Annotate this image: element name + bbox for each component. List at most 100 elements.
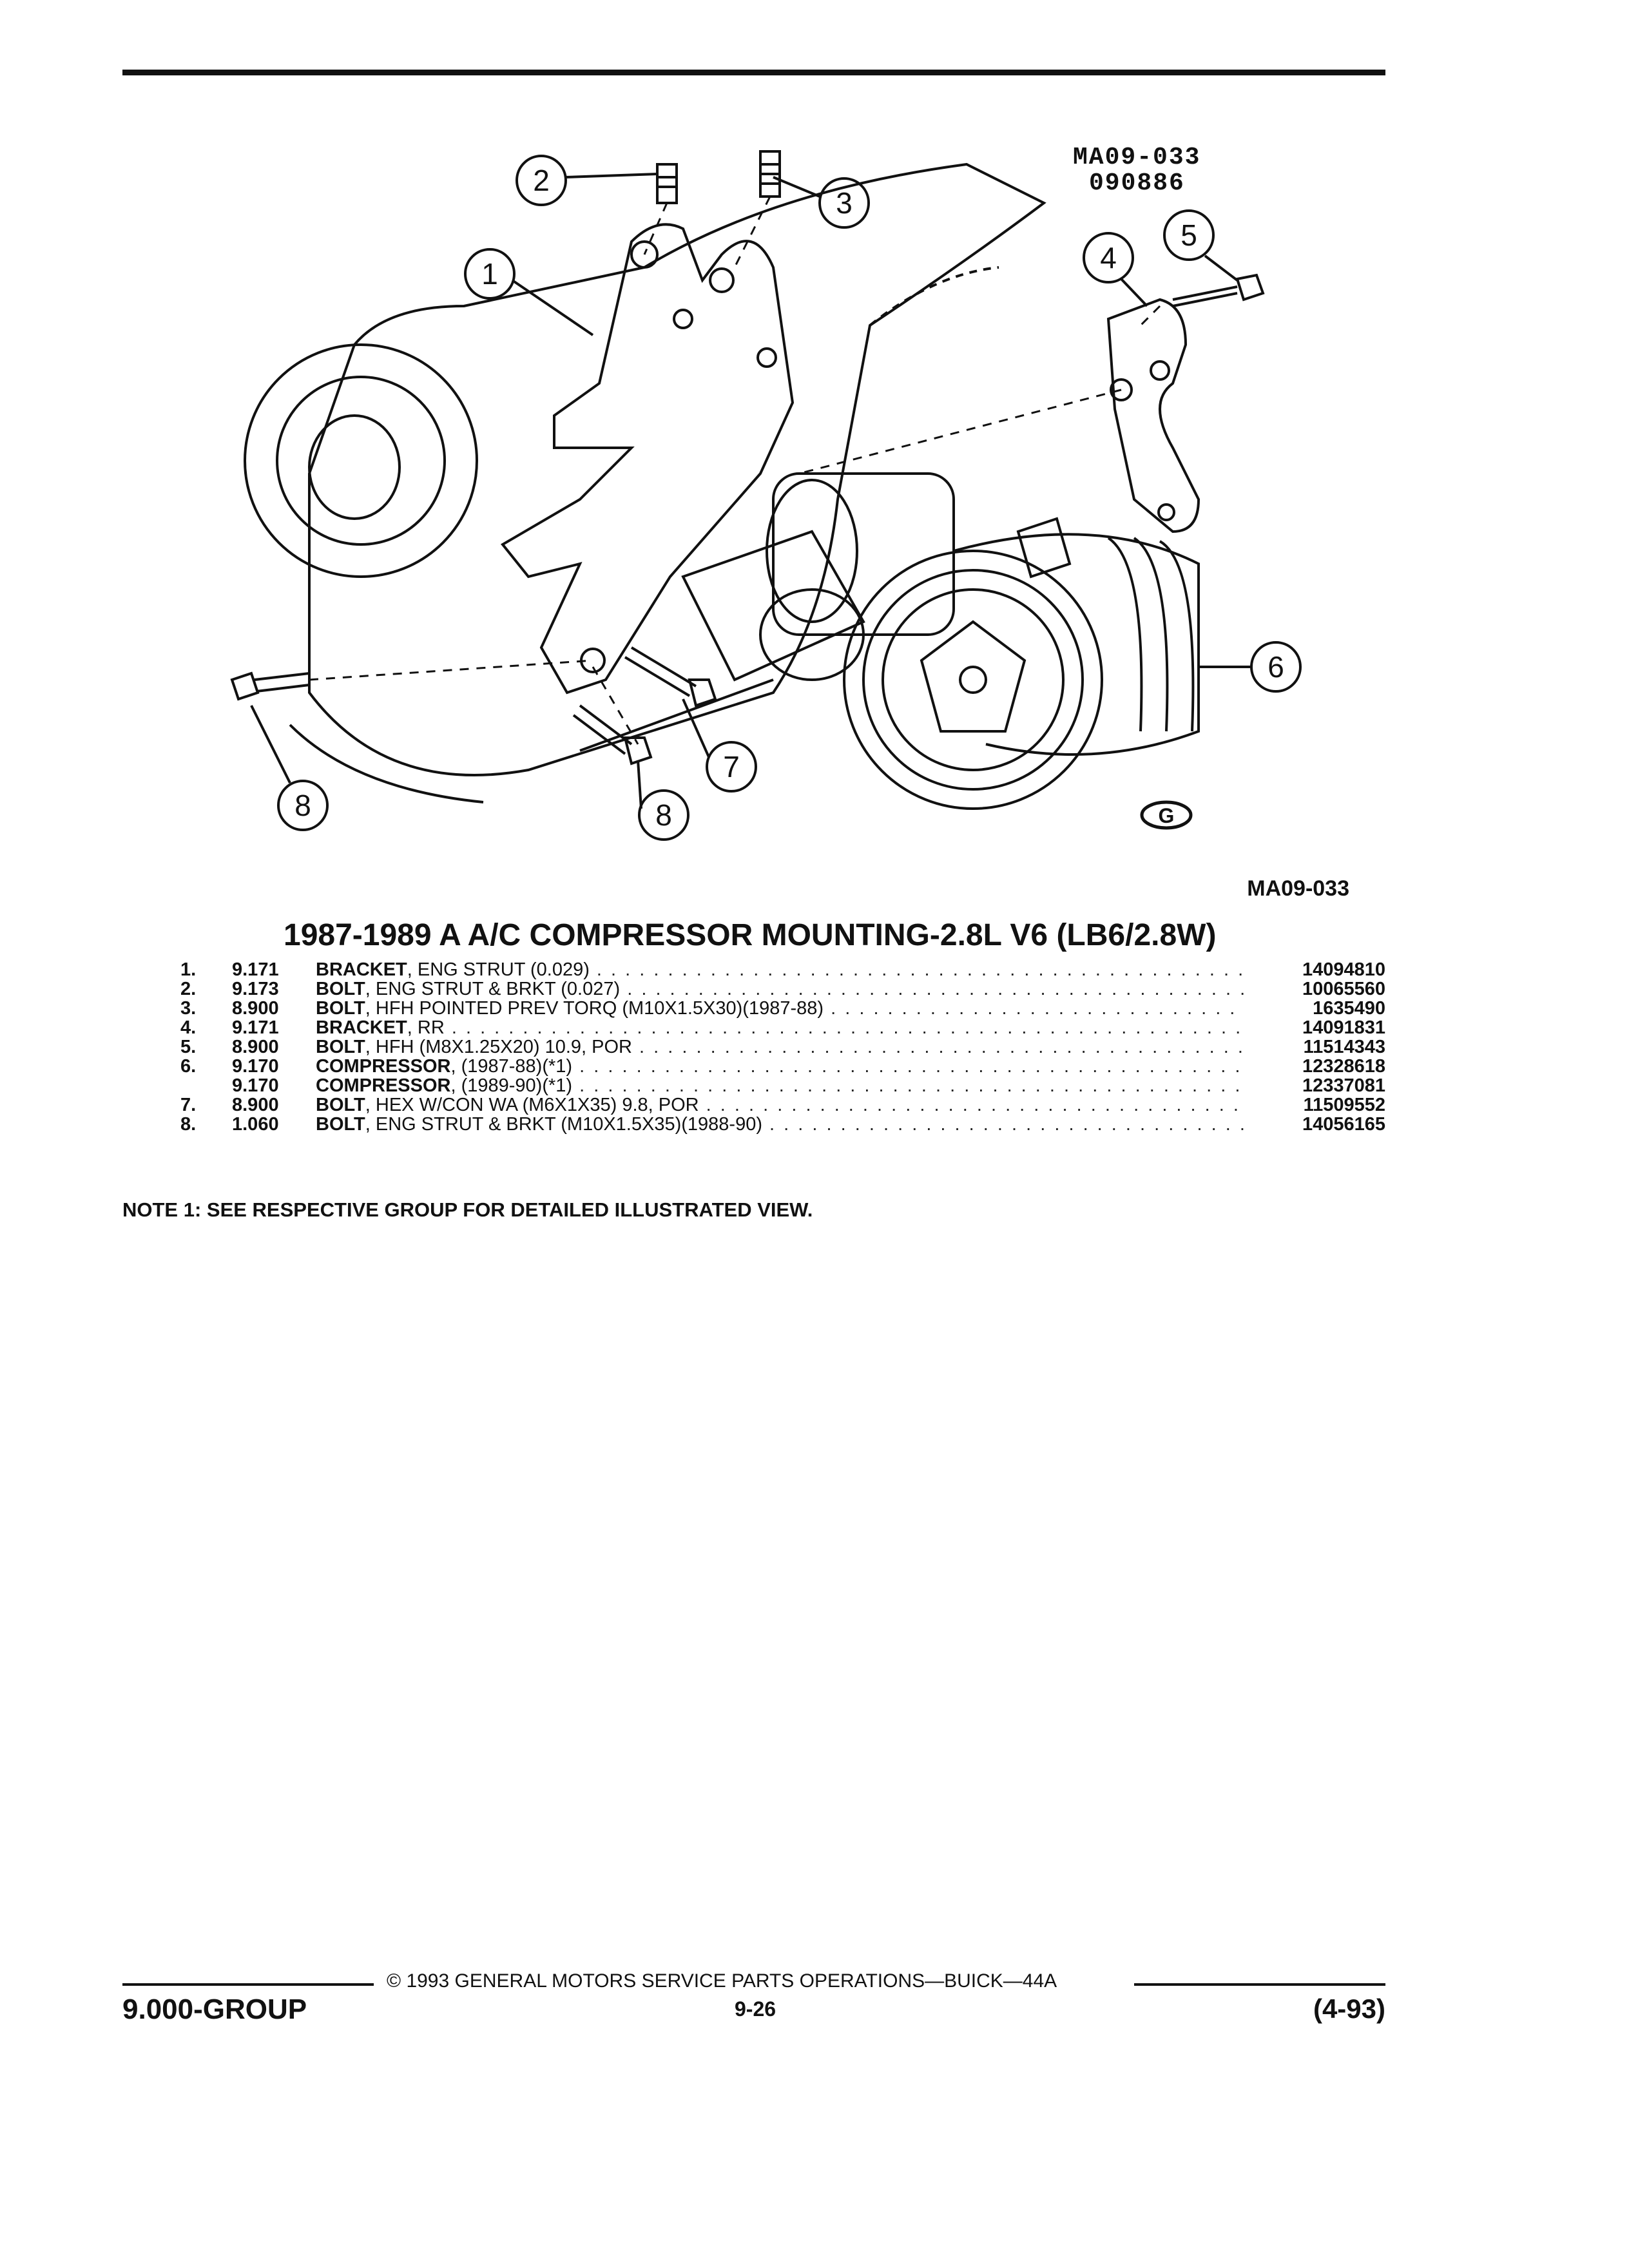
part-number: 14094810 bbox=[1302, 959, 1385, 980]
item-number: 1. bbox=[180, 959, 197, 980]
part-number: 1635490 bbox=[1313, 998, 1385, 1019]
bracket-rr-drawing bbox=[1106, 298, 1200, 533]
gm-logo-icon: G bbox=[1140, 800, 1193, 830]
group-number: 9.170 bbox=[232, 1075, 279, 1096]
item-description: BOLT, HFH POINTED PREV TORQ (M10X1.5X30)… bbox=[316, 999, 1244, 1018]
table-row: 6. 9.170 COMPRESSOR, (1987-88)(*1) . . . .… bbox=[180, 1057, 1385, 1076]
figure-code-2: 090886 bbox=[1089, 169, 1185, 197]
alignment-lines bbox=[309, 196, 1161, 745]
table-row: 4. 9.171 BRACKET, RR . . . . . . . . . . .… bbox=[180, 1018, 1385, 1037]
svg-text:8: 8 bbox=[294, 789, 311, 822]
callout-4: 4 bbox=[1083, 232, 1148, 307]
svg-text:5: 5 bbox=[1181, 218, 1197, 252]
item-detail: , HFH (M8X1.25X20) 10.9, POR bbox=[365, 1037, 632, 1057]
item-detail: , (1987-88)(*1) bbox=[450, 1057, 573, 1076]
table-row: 9.170 COMPRESSOR, (1989-90)(*1) . . . . .… bbox=[180, 1076, 1385, 1095]
callout-5: 5 bbox=[1163, 209, 1239, 282]
item-description: BOLT, ENG STRUT & BRKT (0.027) . . . . .… bbox=[316, 979, 1244, 999]
starter-drawing bbox=[681, 472, 955, 682]
item-detail: , ENG STRUT & BRKT (0.027) bbox=[365, 979, 621, 999]
part-number: 12337081 bbox=[1302, 1075, 1385, 1096]
item-number: 5. bbox=[180, 1037, 197, 1057]
bracket-eng-strut-drawing bbox=[500, 223, 795, 695]
svg-text:2: 2 bbox=[533, 164, 550, 197]
callout-1: 1 bbox=[464, 248, 594, 336]
svg-text:7: 7 bbox=[723, 750, 740, 783]
engine-block-drawing bbox=[244, 162, 1046, 803]
group-number: 8.900 bbox=[232, 998, 279, 1019]
callout-2: 2 bbox=[516, 155, 658, 206]
footer-rule-left bbox=[122, 1983, 374, 1986]
item-number: 8. bbox=[180, 1114, 197, 1135]
group-number: 9.170 bbox=[232, 1056, 279, 1077]
bolt-5-drawing bbox=[1172, 273, 1265, 307]
callout-8-bottom: 8 bbox=[637, 760, 689, 841]
figure-code-1: MA09-033 bbox=[1073, 144, 1201, 171]
group-number: 9.171 bbox=[232, 1017, 279, 1038]
item-number: 2. bbox=[180, 979, 197, 999]
svg-text:G: G bbox=[1159, 804, 1175, 827]
leader-dots: . . . . . . . . . . . . . . . . . . . . … bbox=[706, 1095, 1244, 1115]
svg-text:8: 8 bbox=[655, 798, 672, 832]
group-label: 9.000-GROUP bbox=[122, 1994, 307, 2025]
svg-text:4: 4 bbox=[1100, 241, 1117, 274]
item-detail: , HEX W/CON WA (M6X1X35) 9.8, POR bbox=[365, 1095, 699, 1115]
item-description: BOLT, HEX W/CON WA (M6X1X35) 9.8, POR . … bbox=[316, 1095, 1244, 1115]
callout-8-left: 8 bbox=[250, 705, 329, 831]
item-description: BOLT, ENG STRUT & BRKT (M10X1.5X35)(1988… bbox=[316, 1115, 1244, 1134]
bolt-8-left-drawing bbox=[230, 671, 310, 701]
bolt-8-bottom-drawing bbox=[572, 704, 653, 765]
compressor-drawing bbox=[843, 517, 1200, 810]
part-number: 14091831 bbox=[1302, 1017, 1385, 1038]
table-row: 1. 9.171 BRACKET, ENG STRUT (0.029) . . . … bbox=[180, 960, 1385, 979]
part-number: 12328618 bbox=[1302, 1056, 1385, 1077]
part-number: 11514343 bbox=[1303, 1037, 1385, 1057]
svg-text:1: 1 bbox=[481, 257, 498, 291]
svg-text:6: 6 bbox=[1268, 650, 1284, 684]
item-name: BRACKET bbox=[316, 1018, 407, 1037]
item-number: 3. bbox=[180, 998, 197, 1019]
item-number: 6. bbox=[180, 1056, 197, 1077]
item-description: COMPRESSOR, (1989-90)(*1) . . . . . . . … bbox=[316, 1076, 1244, 1095]
table-row: 8. 1.060 BOLT, ENG STRUT & BRKT (M10X1.5X3… bbox=[180, 1115, 1385, 1134]
page-number: 9-26 bbox=[735, 1997, 776, 2021]
item-number: 4. bbox=[180, 1017, 197, 1038]
callout-7: 7 bbox=[682, 698, 757, 793]
group-number: 1.060 bbox=[232, 1114, 279, 1135]
leader-dots: . . . . . . . . . . . . . . . . . . . . … bbox=[596, 960, 1244, 979]
item-number: 7. bbox=[180, 1095, 197, 1115]
item-name: BRACKET bbox=[316, 960, 407, 979]
table-row: 7. 8.900 BOLT, HEX W/CON WA (M6X1X35) 9.8,… bbox=[180, 1095, 1385, 1115]
part-number: 10065560 bbox=[1302, 979, 1385, 999]
item-name: COMPRESSOR bbox=[316, 1076, 451, 1095]
part-number: 11509552 bbox=[1303, 1095, 1385, 1115]
leader-dots: . . . . . . . . . . . . . . . . . . . . … bbox=[769, 1115, 1244, 1134]
item-name: BOLT bbox=[316, 979, 365, 999]
table-row: 2. 9.173 BOLT, ENG STRUT & BRKT (0.027) . … bbox=[180, 979, 1385, 999]
exploded-view-illustration: 1 2 3 4 5 6 7 bbox=[193, 113, 1366, 879]
group-number: 9.171 bbox=[232, 959, 279, 980]
item-detail: , RR bbox=[407, 1018, 445, 1037]
item-name: BOLT bbox=[316, 1037, 365, 1057]
leader-dots: . . . . . . . . . . . . . . . . . . . . … bbox=[627, 979, 1244, 999]
item-detail: , (1989-90)(*1) bbox=[450, 1076, 573, 1095]
item-detail: , ENG STRUT (0.029) bbox=[407, 960, 590, 979]
item-description: BRACKET, ENG STRUT (0.029) . . . . . . .… bbox=[316, 960, 1244, 979]
leader-dots: . . . . . . . . . . . . . . . . . . . . … bbox=[579, 1076, 1244, 1095]
table-row: 3. 8.900 BOLT, HFH POINTED PREV TORQ (M10X… bbox=[180, 999, 1385, 1018]
group-number: 8.900 bbox=[232, 1095, 279, 1115]
figure-reference: MA09-033 bbox=[1247, 876, 1349, 901]
item-description: COMPRESSOR, (1987-88)(*1) . . . . . . . … bbox=[316, 1057, 1244, 1076]
item-description: BRACKET, RR . . . . . . . . . . . . . . … bbox=[316, 1018, 1244, 1037]
copyright: © 1993 GENERAL MOTORS SERVICE PARTS OPER… bbox=[387, 1970, 1057, 1992]
leader-dots: . . . . . . . . . . . . . . . . . . . . … bbox=[831, 999, 1244, 1018]
bolt-7-drawing bbox=[624, 646, 717, 707]
group-number: 9.173 bbox=[232, 979, 279, 999]
note: NOTE 1: SEE RESPECTIVE GROUP FOR DETAILE… bbox=[122, 1198, 813, 1221]
item-description: BOLT, HFH (M8X1.25X20) 10.9, POR . . . .… bbox=[316, 1037, 1244, 1057]
item-name: BOLT bbox=[316, 1115, 365, 1134]
leader-dots: . . . . . . . . . . . . . . . . . . . . … bbox=[451, 1018, 1244, 1037]
leader-dots: . . . . . . . . . . . . . . . . . . . . … bbox=[579, 1057, 1244, 1076]
